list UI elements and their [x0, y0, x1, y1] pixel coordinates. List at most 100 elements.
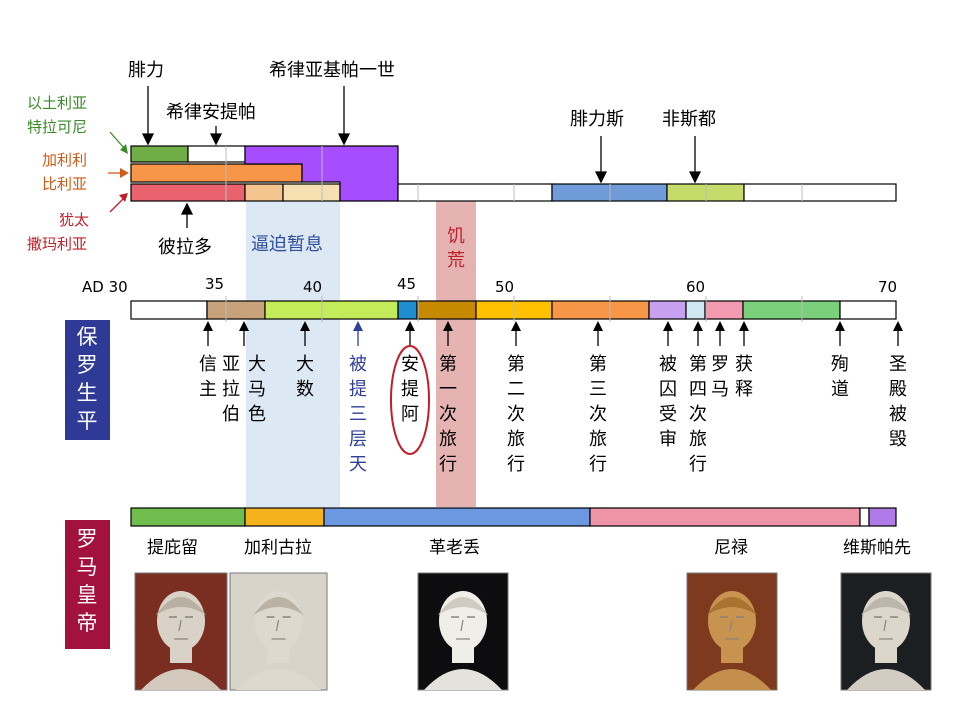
event-char: 安	[401, 354, 419, 375]
event-label: 大马色	[248, 354, 266, 425]
paul-events: 信主亚拉伯大马色大数被提三层天安提阿第一次旅行第二次旅行第三次旅行被囚受审第四次…	[199, 354, 907, 475]
event-arrowhead	[663, 321, 673, 331]
felix-label: 腓力斯	[570, 109, 624, 130]
event-char: 大	[296, 354, 314, 375]
event-char: 被	[349, 354, 367, 375]
galilee-row-antipas	[130, 163, 303, 183]
event-char: 亚	[222, 354, 240, 375]
event-char: 马	[711, 379, 729, 400]
event-char: 第	[589, 354, 607, 375]
respite-highlight	[246, 200, 340, 507]
event-arrowhead	[511, 321, 521, 331]
ituraea-row-empty	[187, 145, 246, 163]
event-char: 四	[689, 379, 707, 400]
event-char: 次	[439, 404, 457, 425]
event-char: 释	[735, 379, 753, 400]
event-char: 毁	[889, 429, 907, 450]
festus-label: 非斯都	[662, 109, 716, 130]
roman-emperors-box	[65, 520, 110, 649]
paul-box-char: 罗	[77, 353, 98, 377]
event-char: 次	[507, 404, 525, 425]
respite-label: 逼迫暂息	[251, 234, 323, 255]
event-label: 罗马	[711, 354, 729, 400]
event-arrowhead	[203, 321, 213, 331]
event-char: 行	[439, 454, 457, 475]
event-char: 马	[248, 379, 266, 400]
main-timeline	[130, 300, 897, 320]
judea-row-tan	[244, 183, 284, 202]
event-char: 大	[248, 354, 266, 375]
event-char: 被	[889, 404, 907, 425]
event-label: 大数	[296, 354, 314, 400]
tick-label: 40	[303, 278, 322, 296]
event-char: 次	[589, 404, 607, 425]
event-arrowhead	[693, 321, 703, 331]
emperor-name: 革老丢	[429, 538, 480, 558]
event-char: 殉	[831, 354, 849, 375]
event-label: 获释	[735, 354, 753, 400]
rome-box-char: 马	[77, 555, 98, 579]
event-arrowhead	[715, 321, 725, 331]
event-arrowhead	[739, 321, 749, 331]
vespasian-portrait	[840, 572, 932, 691]
event-char: 囚	[659, 379, 677, 400]
event-label: 殉道	[831, 354, 849, 400]
event-char: 行	[689, 454, 707, 475]
event-label: 安提阿	[401, 354, 419, 425]
ituraea-row-philip	[130, 145, 189, 163]
rome-box-char: 皇	[77, 583, 98, 607]
event-char: 第	[689, 354, 707, 375]
galilee-label-1: 加利利	[42, 151, 87, 169]
event-char: 天	[349, 454, 367, 475]
event-char: 行	[589, 454, 607, 475]
event-char: 次	[689, 404, 707, 425]
event-arrowhead	[893, 321, 903, 331]
famine-char: 荒	[447, 250, 465, 271]
rome-box-char: 罗	[77, 527, 98, 551]
event-char: 一	[439, 379, 457, 400]
claudius-portrait	[417, 572, 509, 691]
judea-row-pilate	[130, 183, 246, 202]
tick-label: 70	[878, 278, 897, 296]
region-arrows	[108, 131, 129, 213]
rome-box-char: 帝	[77, 611, 98, 635]
timeline-ticks: AD 30 35 40 45 50 60 70	[82, 275, 897, 296]
event-char: 旅	[507, 429, 525, 450]
tick-label: 35	[205, 275, 224, 293]
event-char: 拉	[222, 379, 240, 400]
ituraea-label-2: 特拉可尼	[27, 118, 87, 136]
event-arrows	[203, 321, 903, 346]
event-char: 旅	[439, 429, 457, 450]
nero-portrait	[686, 572, 778, 691]
ituraea-label-1: 以土利亚	[27, 94, 87, 112]
event-char: 主	[199, 379, 217, 400]
top-gridlines	[225, 146, 803, 201]
event-arrowhead	[405, 321, 415, 331]
herod-antipas-label: 希律安提帕	[166, 102, 256, 123]
galilee-label-2: 比利亚	[42, 175, 87, 193]
emperor-portraits	[134, 572, 932, 691]
event-char: 旅	[689, 429, 707, 450]
event-char: 圣	[889, 354, 907, 375]
event-char: 第	[507, 354, 525, 375]
event-char: 信	[199, 354, 217, 375]
famine-label: 饥荒	[447, 226, 465, 271]
event-char: 罗	[711, 354, 729, 375]
event-char: 行	[507, 454, 525, 475]
event-char: 提	[401, 379, 419, 400]
event-char: 提	[349, 379, 367, 400]
province-bar-white-2	[743, 183, 897, 202]
event-char: 道	[831, 379, 849, 400]
event-arrowhead	[593, 321, 603, 331]
pilate-label: 彼拉多	[158, 237, 212, 258]
famine-char: 饥	[447, 226, 465, 247]
event-char: 伯	[222, 404, 240, 425]
event-arrowhead	[353, 321, 363, 331]
caligula-portrait	[229, 572, 328, 691]
event-char: 第	[439, 354, 457, 375]
judea-row-peach	[282, 183, 341, 202]
